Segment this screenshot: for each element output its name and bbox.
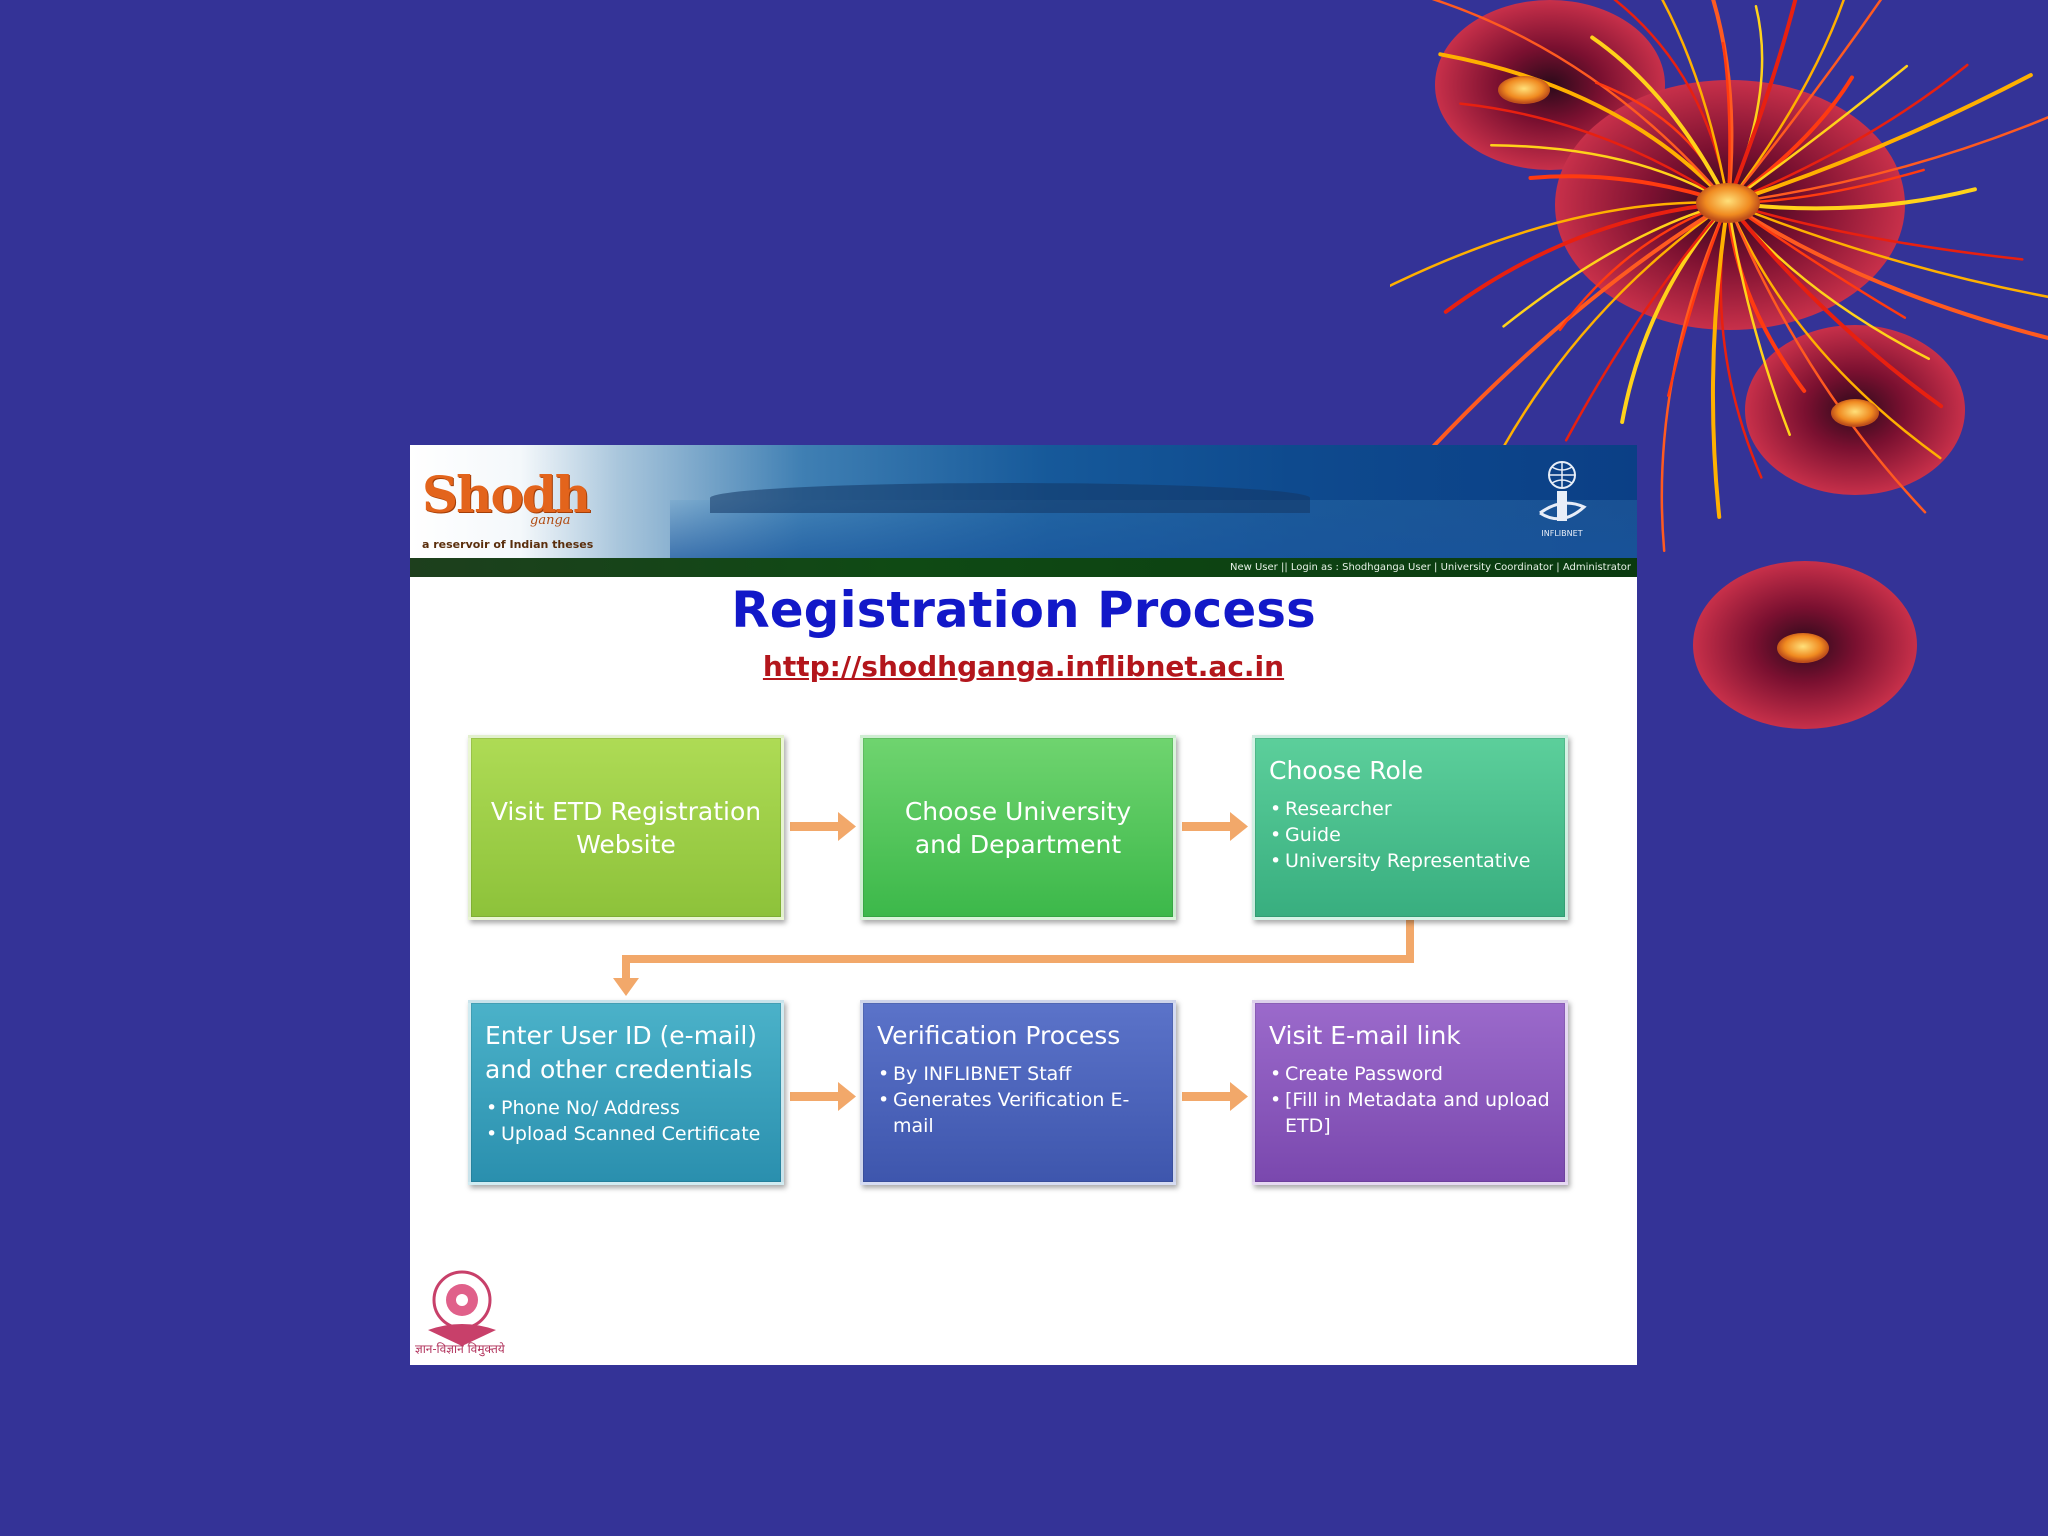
step-heading: Choose Role <box>1269 756 1424 785</box>
flower-ray <box>1432 0 1730 205</box>
flower-ray <box>1726 201 1942 460</box>
shodhganga-link[interactable]: http://shodhganga.inflibnet.ac.in <box>762 650 1285 683</box>
flower-ray <box>1430 201 1730 449</box>
step-choose-university: Choose University and Department <box>860 735 1176 920</box>
step-heading: Verification Process <box>877 1021 1121 1050</box>
flower-ray <box>1726 201 1944 409</box>
step-bullet: Phone No/ Address <box>486 1095 771 1121</box>
step-visit-website: Visit ETD Registration Website <box>468 735 784 920</box>
step-choose-role: Choose Role Researcher Guide University … <box>1252 735 1568 920</box>
flower-ray <box>1726 201 2048 299</box>
shodhganga-logo: Shodh <box>422 465 591 524</box>
flower-ray <box>1501 201 1730 451</box>
step-label: Visit ETD Registration Website <box>490 796 762 859</box>
arrow-step5-to-step6 <box>1182 1082 1248 1111</box>
flower-ray <box>1726 201 2048 340</box>
flower-ray <box>1710 201 1730 519</box>
banner-island-image <box>710 483 1310 513</box>
flower-ray <box>1726 116 2048 205</box>
flower-ray <box>1711 0 1734 205</box>
flower-ray <box>1726 201 2024 261</box>
inflibnet-label: INFLIBNET <box>1541 529 1582 538</box>
flower-ray <box>1726 73 2033 205</box>
slide-panel: Shodh ganga a reservoir of Indian theses… <box>410 445 1637 1365</box>
flower-ray <box>1726 0 1845 205</box>
step-heading: Visit E-mail link <box>1269 1021 1461 1050</box>
step-bullet: Generates Verification E-mail <box>878 1087 1163 1139</box>
step-bullet: Guide <box>1270 822 1555 848</box>
step-bullet: Create Password <box>1270 1061 1555 1087</box>
flower-ray <box>1726 201 1791 436</box>
shodhganga-banner: Shodh ganga a reservoir of Indian theses… <box>410 445 1637 577</box>
step-enter-credentials: Enter User ID (e-mail) and other credent… <box>468 1000 784 1185</box>
flower-ray <box>1590 35 1730 205</box>
slide-title: Registration Process <box>731 581 1316 639</box>
banner-nav-links[interactable]: New User || Login as : Shodhganga User |… <box>1230 562 1631 573</box>
decorative-flower-image <box>1390 0 2048 729</box>
ugc-emblem-icon <box>428 1270 496 1346</box>
step-visit-email-link: Visit E-mail link Create Password [Fill … <box>1252 1000 1568 1185</box>
flower-ray <box>1721 41 1731 205</box>
arrow-step2-to-step3 <box>1182 812 1248 841</box>
step-bullet: University Representative <box>1270 848 1555 874</box>
flower-ray <box>1667 201 1730 397</box>
inflibnet-globe-icon: INFLIBNET <box>1539 461 1587 538</box>
flower-ray <box>1726 201 1927 514</box>
flower-ray <box>1443 201 1730 314</box>
step-bullet: By INFLIBNET Staff <box>878 1061 1163 1087</box>
step-bullet: Upload Scanned Certificate <box>486 1121 771 1147</box>
shodhganga-tagline: a reservoir of Indian theses <box>422 538 594 551</box>
step-verification: Verification Process By INFLIBNET Staff … <box>860 1000 1176 1185</box>
flower-ray <box>1726 63 1969 205</box>
ugc-motto: ज्ञान-विज्ञान विमुक्तये <box>415 1342 505 1356</box>
flower-ray <box>1726 0 1883 205</box>
step-label: Choose University and Department <box>904 796 1132 859</box>
arrow-step1-to-step2 <box>790 812 856 841</box>
step-bullet: [Fill in Metadata and upload ETD] <box>1270 1087 1555 1139</box>
flower-ray <box>1459 102 1730 205</box>
flower-ray <box>1438 52 1730 205</box>
flower-ray <box>1390 201 1730 288</box>
flower-ray <box>1564 201 1730 442</box>
connector-step3-to-step4 <box>613 920 1414 996</box>
flower-ray <box>1661 0 1730 205</box>
flower-ray <box>1726 64 1909 205</box>
flower-ray <box>1726 187 1977 211</box>
arrow-step4-to-step5 <box>790 1082 856 1111</box>
shodhganga-logo-sub: ganga <box>530 513 571 528</box>
flower-ray <box>1726 0 1798 205</box>
banner-nav-strip <box>410 558 1637 577</box>
step-bullet: Researcher <box>1270 796 1555 822</box>
step-heading: Enter User ID (e-mail) and other credent… <box>485 1021 758 1084</box>
